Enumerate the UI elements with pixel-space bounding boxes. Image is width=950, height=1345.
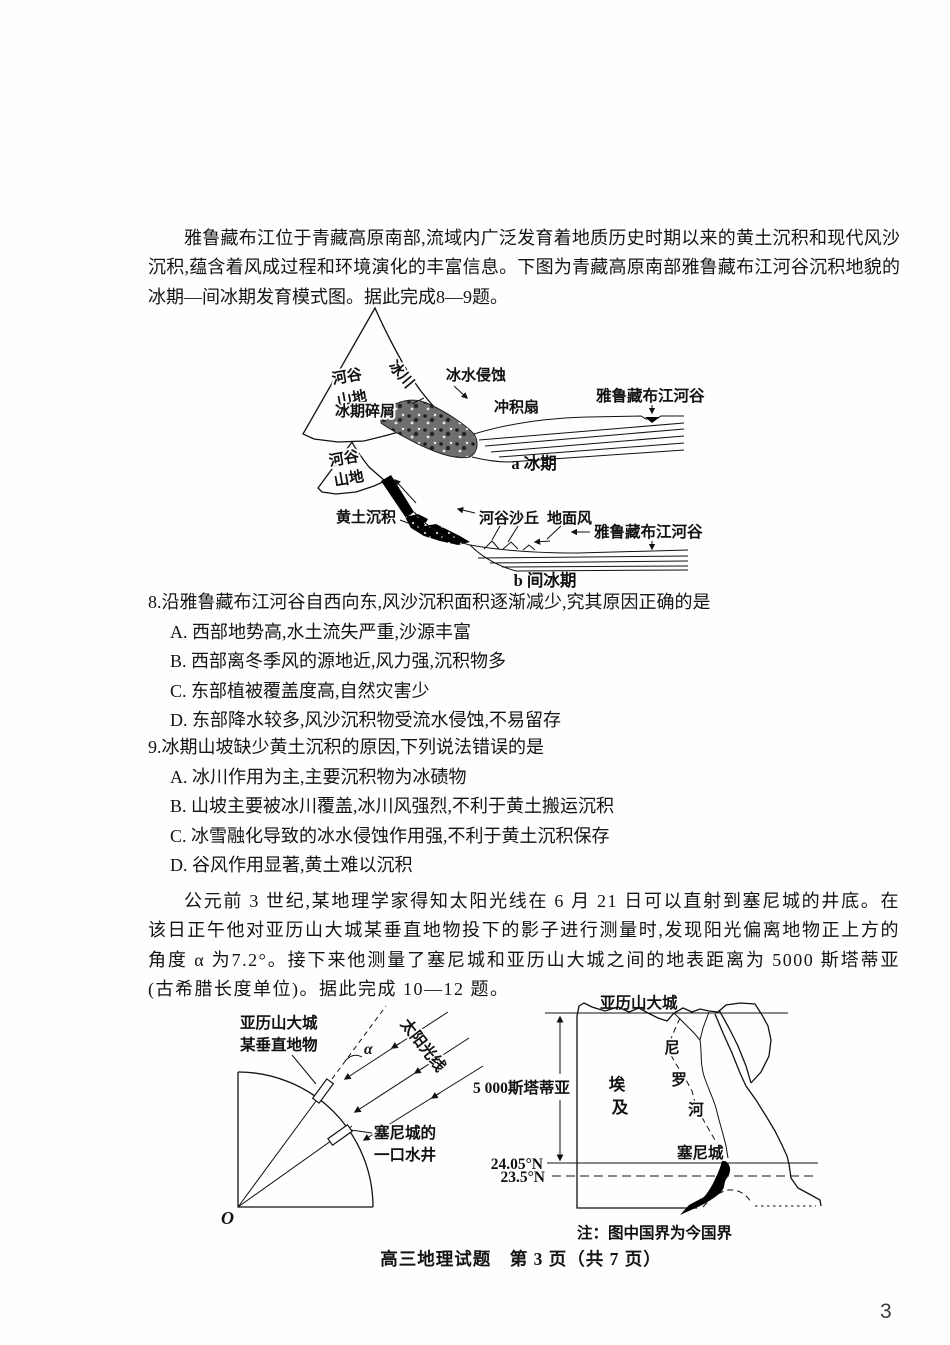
nile-river-solid bbox=[673, 1011, 729, 1159]
q9-option-c: C. 冰雪融化导致的冰水侵蚀作用强,不利于黄土沉积保存 bbox=[170, 825, 610, 846]
q8-stem: 8.沿雅鲁藏布江河谷自西向东,风沙沉积面积逐渐减少,究其原因正确的是 bbox=[148, 592, 711, 612]
mountain-b bbox=[317, 440, 387, 495]
question-8: 8.沿雅鲁藏布江河谷自西向东,风沙沉积面积逐渐减少,究其原因正确的是 A. 西部… bbox=[148, 588, 908, 736]
loess-band bbox=[381, 475, 414, 518]
debris-leader bbox=[411, 397, 425, 405]
label-object-2: 某垂直地物 bbox=[240, 1035, 318, 1054]
passage-2: 公元前 3 世纪,某地理学家得知太阳光线在 6 月 21 日可以直射到塞尼城的井… bbox=[148, 891, 900, 999]
label-mountain-b-2: 山地 bbox=[333, 467, 366, 490]
label-loess: 黄土沉积 bbox=[336, 508, 396, 526]
question-9: 9.冰期山坡缺少黄土沉积的原因,下列说法错误的是 A. 冰川作用为主,主要沉积物… bbox=[148, 733, 908, 881]
label-well-1: 塞尼城的 bbox=[374, 1123, 436, 1142]
label-egypt-1: 埃 bbox=[609, 1074, 626, 1094]
label-alpha: α bbox=[364, 1041, 373, 1058]
label-alluvial-fan: 冲积扇 bbox=[494, 398, 539, 416]
caption-b: b 间冰期 bbox=[514, 570, 577, 590]
object-axis-dashed bbox=[331, 1005, 387, 1080]
label-object-1: 亚历山大城 bbox=[240, 1013, 318, 1032]
label-stadia: 5 000斯塔蒂亚 bbox=[473, 1078, 570, 1097]
q9-stem: 9.冰期山坡缺少黄土沉积的原因,下列说法错误的是 bbox=[148, 737, 544, 757]
caption-a: a 冰期 bbox=[511, 453, 556, 473]
figure2-sun-diagram: α 太阳光线 亚历山大城 某垂直地物 塞尼城的 一口水井 O bbox=[221, 1005, 484, 1228]
sun-rays bbox=[343, 1011, 484, 1141]
figure2-egypt-map: 亚历山大城 5 000斯塔蒂亚 尼 罗 河 埃 及 bbox=[471, 993, 822, 1242]
label-syene: 塞尼城 bbox=[677, 1143, 724, 1162]
quarter-arc bbox=[237, 1071, 374, 1208]
figure1: 河谷 山地 冰川 冰水侵蚀 冰期碎屑 冲积扇 雅鲁藏布江河谷 a 冰期 河谷 山 bbox=[278, 300, 713, 597]
q9-option-b: B. 山坡主要被冰川覆盖,冰川风强烈,不利于黄土搬运沉积 bbox=[170, 796, 615, 816]
passage-1: 雅鲁藏布江位于青藏高原南部,流域内广泛发育着地质历史时期以来的黄土沉积和现代风沙… bbox=[148, 228, 900, 307]
label-dunes: 河谷沙丘 bbox=[479, 509, 539, 527]
valley-layers-a bbox=[471, 422, 685, 463]
label-meltwater-erosion: 冰水侵蚀 bbox=[446, 366, 506, 384]
label-nile-2: 罗 bbox=[671, 1071, 687, 1089]
q9-option-a: A. 冰川作用为主,主要沉积物为冰碛物 bbox=[170, 766, 467, 787]
south-border-dashed bbox=[702, 1189, 753, 1208]
valley-surface-a bbox=[473, 415, 684, 435]
label-surface-wind: 地面风 bbox=[547, 509, 592, 527]
river-marker-a bbox=[645, 417, 660, 423]
q8-option-b: B. 西部离冬季风的源地近,风力强,沉积物多 bbox=[170, 651, 507, 671]
label-nile-3: 河 bbox=[688, 1100, 704, 1119]
well-leader bbox=[350, 1129, 373, 1134]
radius-alexandria bbox=[237, 1081, 331, 1208]
label-well-2: 一口水井 bbox=[374, 1145, 436, 1164]
label-glacial-debris: 冰期碎屑 bbox=[335, 402, 395, 420]
label-egypt-2: 及 bbox=[612, 1098, 629, 1117]
label-mountain-b-1: 河谷 bbox=[328, 447, 362, 470]
wind-arrow-left bbox=[456, 507, 476, 514]
q8-option-a: A. 西部地势高,水土流失严重,沙源丰富 bbox=[170, 621, 471, 642]
label-origin: O bbox=[221, 1208, 234, 1228]
well-rect bbox=[327, 1123, 353, 1147]
figure2: α 太阳光线 亚历山大城 某垂直地物 塞尼城的 一口水井 O 亚历山大城 bbox=[180, 988, 928, 1253]
figure1-panel-a: 河谷 山地 冰川 冰水侵蚀 冰期碎屑 冲积扇 雅鲁藏布江河谷 a 冰期 bbox=[302, 306, 707, 473]
dunes-shapes bbox=[483, 540, 536, 551]
label-glacier: 冰川 bbox=[385, 357, 418, 392]
upslope-wind-arrow bbox=[394, 479, 417, 504]
nile-river-dashed bbox=[667, 1017, 726, 1161]
glacial-debris-blob bbox=[380, 399, 478, 459]
page-number: 3 bbox=[880, 1300, 892, 1323]
valley-layers-b bbox=[469, 544, 689, 572]
page-footer: 高三地理试题 第 3 页（共 7 页） bbox=[380, 1249, 662, 1269]
loess-mass bbox=[405, 514, 470, 545]
q9-option-d: D. 谷风作用显著,黄土难以沉积 bbox=[170, 855, 413, 875]
label-lat-2405: 24.05°N bbox=[491, 1156, 543, 1173]
dune-leaders bbox=[491, 525, 562, 543]
dune-wind-arrow bbox=[533, 538, 551, 545]
q8-option-c: C. 东部植被覆盖度高,自然灾害少 bbox=[170, 680, 430, 701]
valley-surface-b bbox=[413, 511, 689, 554]
lake-nasser bbox=[680, 1161, 731, 1215]
sector-edges bbox=[237, 1072, 373, 1208]
q8-option-d: D. 东部降水较多,风沙沉积物受流水侵蚀,不易留存 bbox=[170, 710, 561, 730]
alpha-arc bbox=[344, 1054, 363, 1062]
object-leader bbox=[291, 1054, 317, 1085]
figure1-illustration: 河谷 山地 冰川 冰水侵蚀 冰期碎屑 冲积扇 雅鲁藏布江河谷 a 冰期 河谷 山 bbox=[302, 306, 707, 590]
label-sun-rays: 太阳光线 bbox=[397, 1015, 450, 1076]
label-lat-235: 23.5°N bbox=[500, 1169, 545, 1186]
vertical-object-rect bbox=[311, 1078, 335, 1104]
label-nile-1: 尼 bbox=[664, 1039, 680, 1057]
sinai-and-red-sea-coast bbox=[714, 1002, 822, 1207]
loess-leader bbox=[399, 519, 417, 527]
figure2-illustration: α 太阳光线 亚历山大城 某垂直地物 塞尼城的 一口水井 O 亚历山大城 bbox=[221, 993, 822, 1242]
label-mountain-a-1: 河谷 bbox=[331, 365, 365, 388]
meltwater-arrow bbox=[453, 385, 468, 399]
egypt-border bbox=[576, 1002, 719, 1209]
label-valley-a: 雅鲁藏布江河谷 bbox=[595, 386, 705, 405]
map-note: 注：图中国界为今国界 bbox=[577, 1223, 733, 1242]
label-valley-b: 雅鲁藏布江河谷 bbox=[593, 522, 703, 541]
